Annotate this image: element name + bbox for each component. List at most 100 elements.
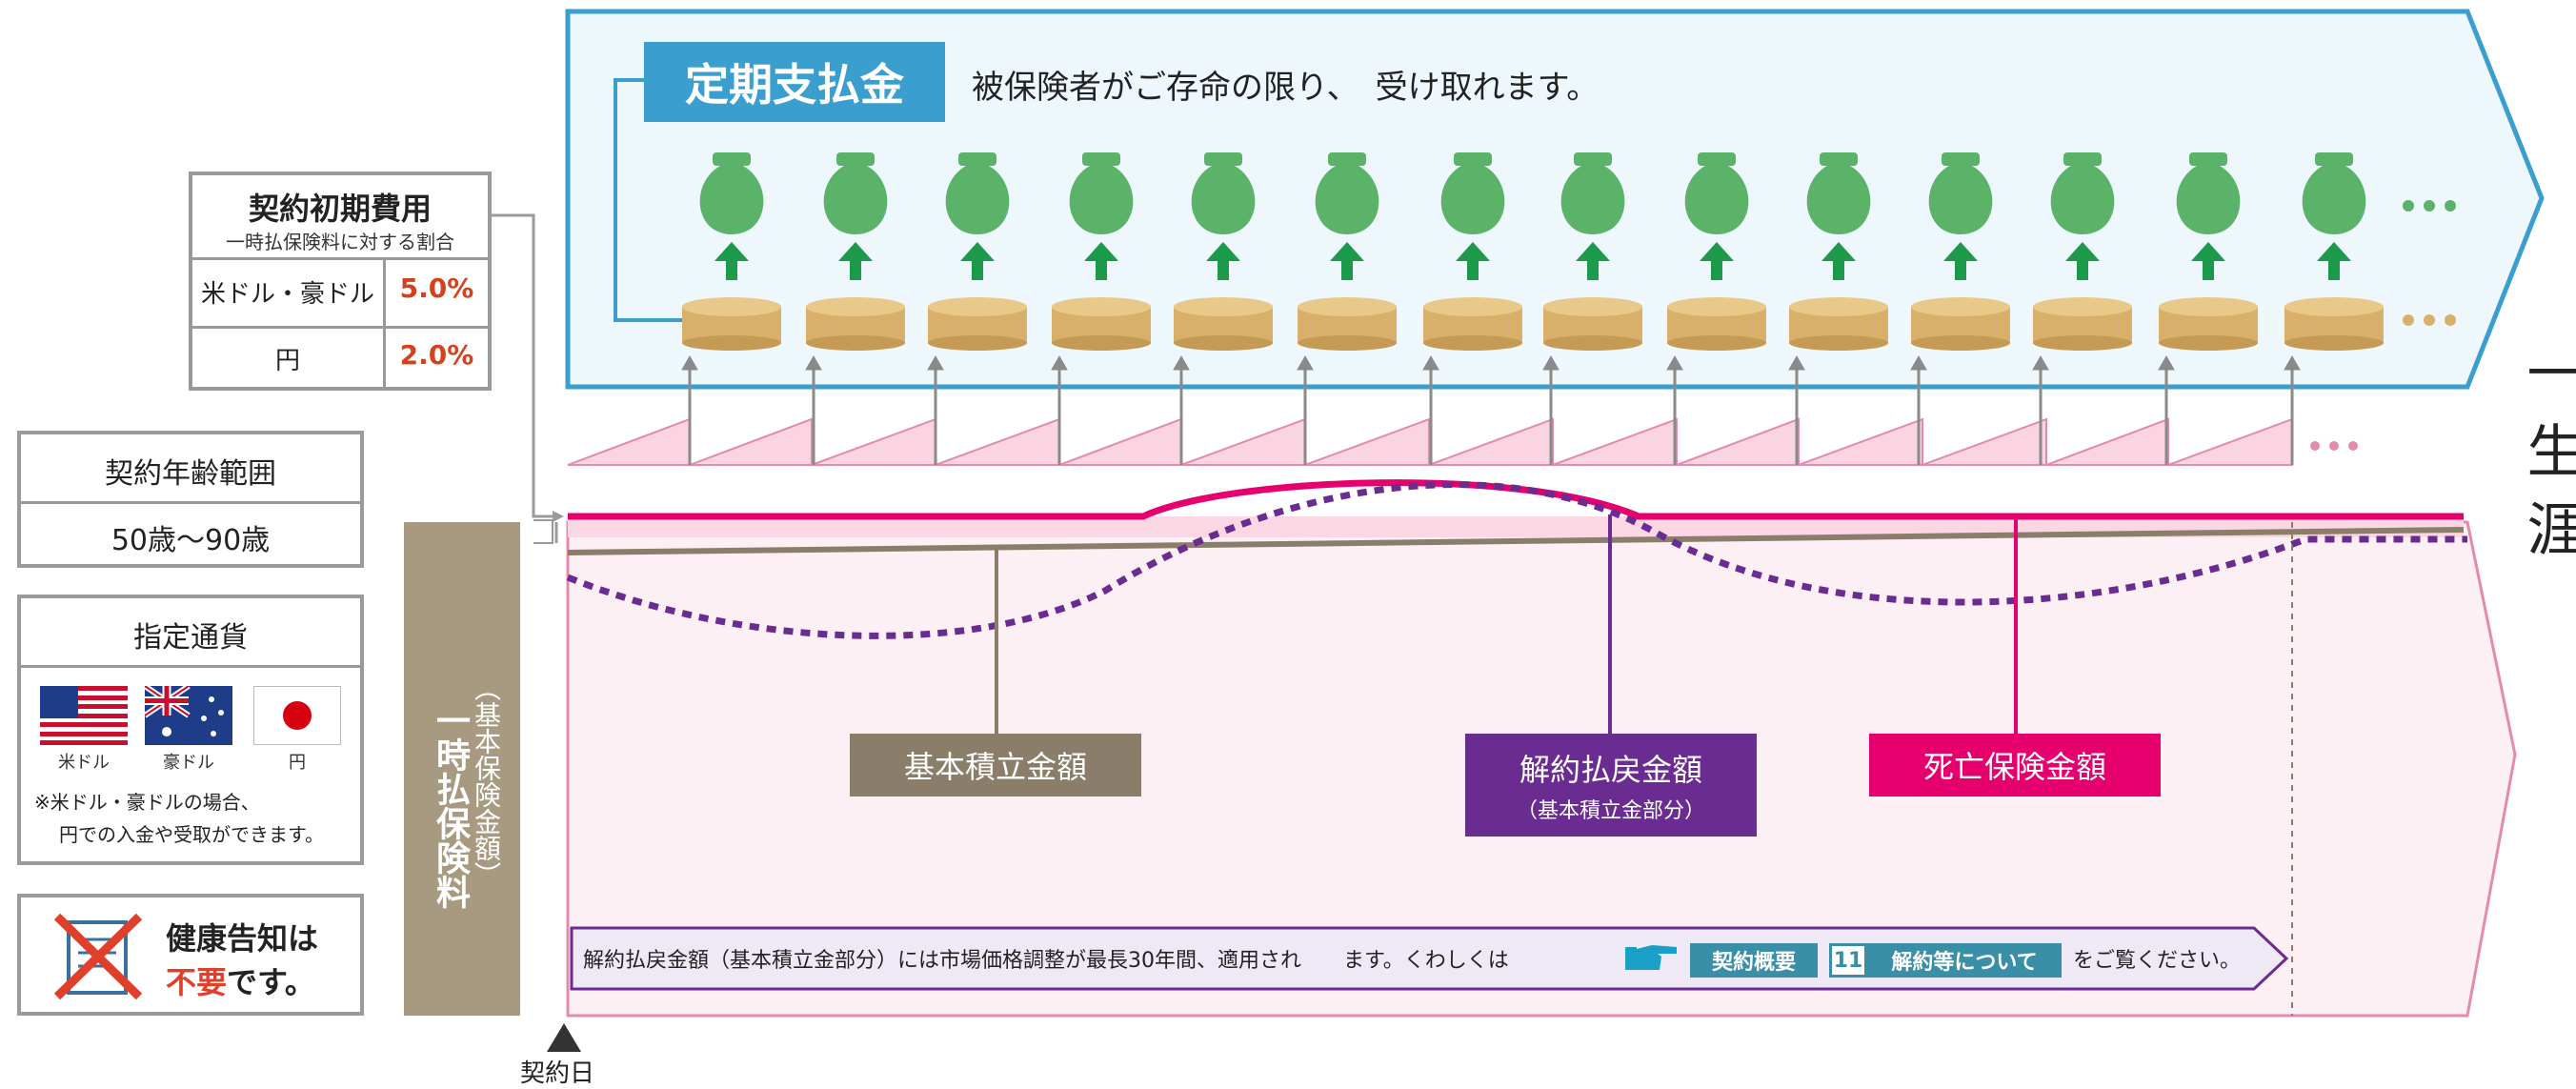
fee-connector: [492, 213, 553, 518]
feed-arrow: [2158, 354, 2175, 465]
pink-band: [568, 516, 2464, 537]
age-range-value: 50歳～90歳: [111, 524, 271, 557]
surrender-value-label: 解約払戻金額 （基本積立金部分）: [1465, 734, 1757, 837]
money-bag-icon: [1315, 152, 1379, 234]
premium-main: 一時払保険料: [431, 703, 470, 909]
flag-label: 円: [289, 753, 306, 773]
notice-text: 解約払戻金額（基本積立金部分）には市場価格調整が最長30年間、適用され ます。く…: [583, 949, 1509, 973]
feed-arrow: [1788, 354, 1805, 465]
coin-stack-icon: [806, 297, 905, 351]
money-bag-icon: [1069, 152, 1134, 234]
coin-stack-icon: [1543, 297, 1642, 351]
up-arrow-icon: [838, 242, 873, 280]
money-bag-icon: [945, 152, 1010, 234]
fee-row-value: 2.0%: [399, 339, 474, 371]
basic-accumulation-line: [567, 527, 2465, 555]
coin-stack-icon: [2033, 297, 2132, 351]
coin-stack-icon: [2284, 297, 2384, 351]
japan-flag-icon: [253, 686, 341, 745]
feed-arrow: [2032, 354, 2049, 465]
up-arrow-icon: [1943, 242, 1978, 280]
gray-arrows: [681, 354, 2301, 465]
up-arrow-icon: [1821, 242, 1856, 280]
periodic-payment-desc: 被保険者がご存命の限り、 受け取れます。: [972, 69, 1600, 107]
australia-flag-icon: [145, 686, 232, 745]
age-range-title: 契約年齢範囲: [105, 457, 276, 491]
fee-row-value: 5.0%: [399, 272, 474, 304]
coin-stack-icon: [1174, 297, 1273, 351]
fee-row-label: 米ドル・豪ドル: [200, 280, 374, 309]
health-notice-box: 健康告知は 不要です。: [17, 894, 364, 1016]
pointing-hand-icon: [1623, 939, 1679, 974]
health-line1: 健康告知は: [166, 920, 319, 957]
money-bag-icon: [823, 152, 888, 234]
us-flag-icon: [40, 686, 128, 745]
money-bag-icon: [1440, 152, 1505, 234]
triangle-strip: [567, 417, 2358, 466]
feed-arrow: [927, 354, 944, 465]
currency-note: 円での入金や受取ができます。: [59, 823, 324, 846]
title-bracket: [614, 78, 686, 322]
currency-note: ※米ドル・豪ドルの場合、: [34, 791, 260, 814]
up-arrow-icon: [1456, 242, 1490, 280]
initial-fee-title: 契約初期費用: [248, 191, 432, 227]
feed-arrow: [805, 354, 822, 465]
periodic-payment-title: 定期支払金: [644, 42, 945, 122]
money-bag-icon: [2050, 152, 2115, 234]
feed-arrow: [2284, 354, 2301, 465]
up-arrow-icon: [2065, 242, 2100, 280]
coin-stack-icon: [1423, 297, 1522, 351]
money-bag-icon: [1806, 152, 1871, 234]
currency-title: 指定通貨: [133, 621, 248, 655]
flag-label: 米ドル: [58, 753, 110, 773]
coin-stack-icon: [1667, 297, 1766, 351]
up-arrow-icon: [1700, 242, 1734, 280]
feed-arrow: [1910, 354, 1927, 465]
fee-row-label: 円: [274, 347, 300, 375]
coin-stack-icon: [1911, 297, 2010, 351]
money-bag-icon: [1684, 152, 1749, 234]
up-arrow-icon: [714, 242, 749, 280]
initial-fee-subtitle: 一時払保険料に対する割合: [226, 231, 454, 253]
up-arrow-icon: [2191, 242, 2225, 280]
payout-icons: [682, 152, 2384, 351]
contract-summary-tag[interactable]: 契約概要: [1690, 943, 1818, 978]
lifetime-label: 一生涯: [2517, 343, 2576, 577]
contract-date-label: 契約日: [520, 1059, 595, 1088]
premium-bar: （基本保険金額） 一時払保険料: [404, 522, 520, 1016]
notice-text-end: をご覧ください。: [2073, 949, 2242, 973]
money-bag-icon: [2176, 152, 2241, 234]
currency-box: 指定通貨 米ドル 豪ドル 円 ※米ドル・豪ドルの場合、 円での入金: [17, 595, 364, 865]
coin-stack-icon: [1052, 297, 1151, 351]
up-arrow-icon: [1084, 242, 1118, 280]
surrender-label-sub: （基本積立金部分）: [1516, 799, 1705, 823]
premium-sub: （基本保険金額）: [471, 675, 502, 888]
money-bag-icon: [1928, 152, 1993, 234]
death-benefit-label: 死亡保険金額: [1869, 734, 2161, 797]
cancellation-tag[interactable]: 解約等について: [1867, 943, 2062, 978]
up-arrow-icon: [960, 242, 995, 280]
health-not-required: 不要: [166, 964, 228, 1000]
no-health-check-icon: [53, 911, 145, 1002]
up-arrow-icon: [1576, 242, 1610, 280]
initial-fee-table: 契約初期費用 一時払保険料に対する割合 米ドル・豪ドル 5.0% 円 2.0%: [189, 171, 492, 391]
money-bag-icon: [1560, 152, 1625, 234]
feed-arrow: [1297, 354, 1314, 465]
feed-arrow: [1173, 354, 1190, 465]
feed-arrow: [1666, 354, 1683, 465]
feed-arrow: [1422, 354, 1439, 465]
coin-stack-icon: [2159, 297, 2258, 351]
money-bag-icon: [699, 152, 764, 234]
money-bag-icon: [1191, 152, 1256, 234]
up-arrow-icon: [1206, 242, 1240, 280]
up-arrow-icon: [1330, 242, 1364, 280]
up-arrow-icon: [2317, 242, 2351, 280]
basic-accumulation-label: 基本積立金額: [850, 734, 1141, 797]
section-number-badge: 11: [1829, 943, 1867, 978]
death-benefit-line: [568, 479, 2464, 520]
health-line2: 不要です。: [166, 958, 315, 1002]
coin-stack-icon: [682, 297, 781, 351]
feed-arrow: [1051, 354, 1068, 465]
feed-arrow: [681, 354, 698, 465]
health-line2-rest: です。: [227, 964, 315, 1000]
